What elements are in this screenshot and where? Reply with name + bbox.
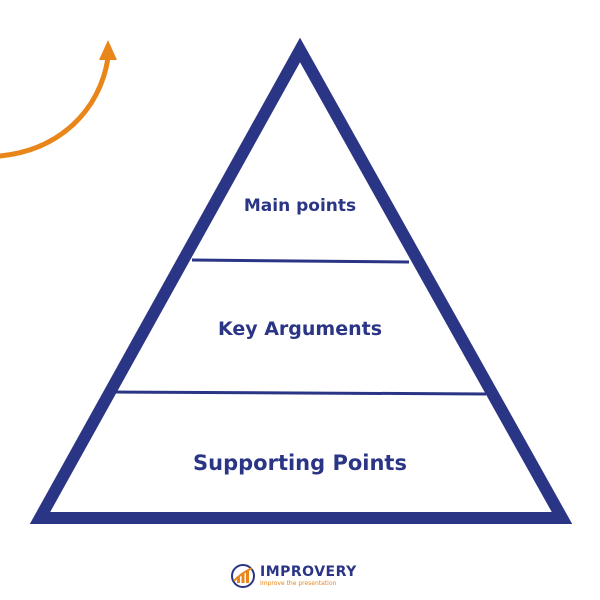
tier-label-middle: Key Arguments: [218, 318, 382, 340]
tier-divider: [191, 258, 410, 264]
bar-chart-swoosh-icon: [231, 564, 255, 588]
pyramid-outline: [29, 37, 573, 524]
tier-divider: [114, 390, 487, 396]
tier-label-bottom: Supporting Points: [193, 451, 407, 475]
tier-label-top: Main points: [244, 196, 356, 216]
logo-name: IMPROVERY: [260, 564, 357, 580]
logo-tagline: Improve the presentation: [260, 580, 337, 587]
curved-up-arrow-icon: [0, 40, 117, 159]
brand-logo: IMPROVERY Improve the presentation: [230, 563, 357, 589]
